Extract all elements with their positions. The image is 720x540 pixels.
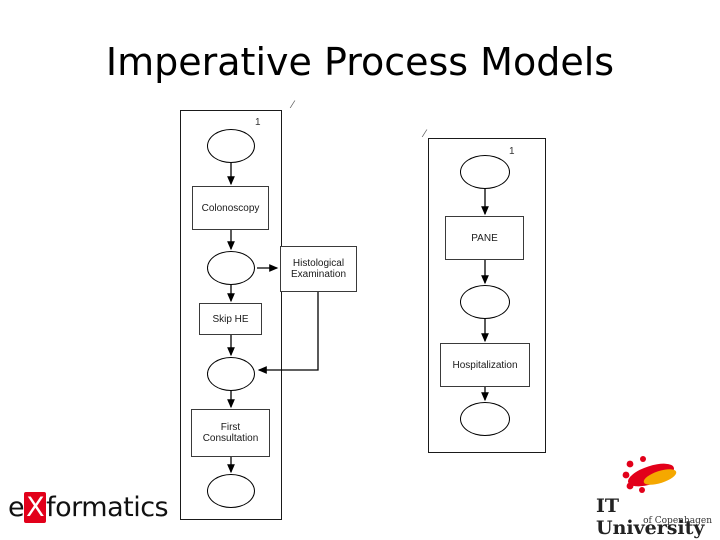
place-end-left [207, 474, 255, 508]
place-end-right [460, 402, 510, 436]
transition-skip-he: Skip HE [199, 303, 262, 335]
exformatics-suffix: formatics [46, 492, 169, 523]
left-net-top-tick: ⁄ [292, 99, 294, 111]
page-title: Imperative Process Models [105, 40, 615, 84]
exformatics-logo: eXformatics [8, 492, 169, 532]
transition-first-consultation: First Consultation [191, 409, 270, 457]
place-after-pane [460, 285, 510, 319]
exformatics-accent-x: X [24, 492, 47, 523]
place-start-right [460, 155, 510, 189]
transition-first-consultation-label: First Consultation [202, 422, 259, 444]
transition-pane: PANE [445, 216, 524, 260]
transition-histological-examination-label: Histological Examination [290, 258, 347, 280]
exformatics-wordmark: eXformatics [8, 492, 169, 523]
itu-name: IT University [596, 495, 705, 539]
transition-colonoscopy: Colonoscopy [192, 186, 269, 230]
transition-hospitalization: Hospitalization [440, 343, 530, 387]
left-net-token-count: 1 [255, 117, 261, 128]
place-after-he [207, 357, 255, 391]
itu-mark-icon [622, 456, 677, 493]
right-net-token-count: 1 [509, 146, 515, 157]
place-after-colonoscopy [207, 251, 255, 285]
right-net-top-tick: ⁄ [424, 128, 426, 140]
itu-logo: IT University of Copenhagen [596, 455, 712, 539]
transition-histological-examination: Histological Examination [280, 246, 357, 292]
exformatics-prefix: e [8, 492, 25, 523]
place-start-left [207, 129, 255, 163]
itu-subtitle: of Copenhagen [643, 516, 712, 526]
